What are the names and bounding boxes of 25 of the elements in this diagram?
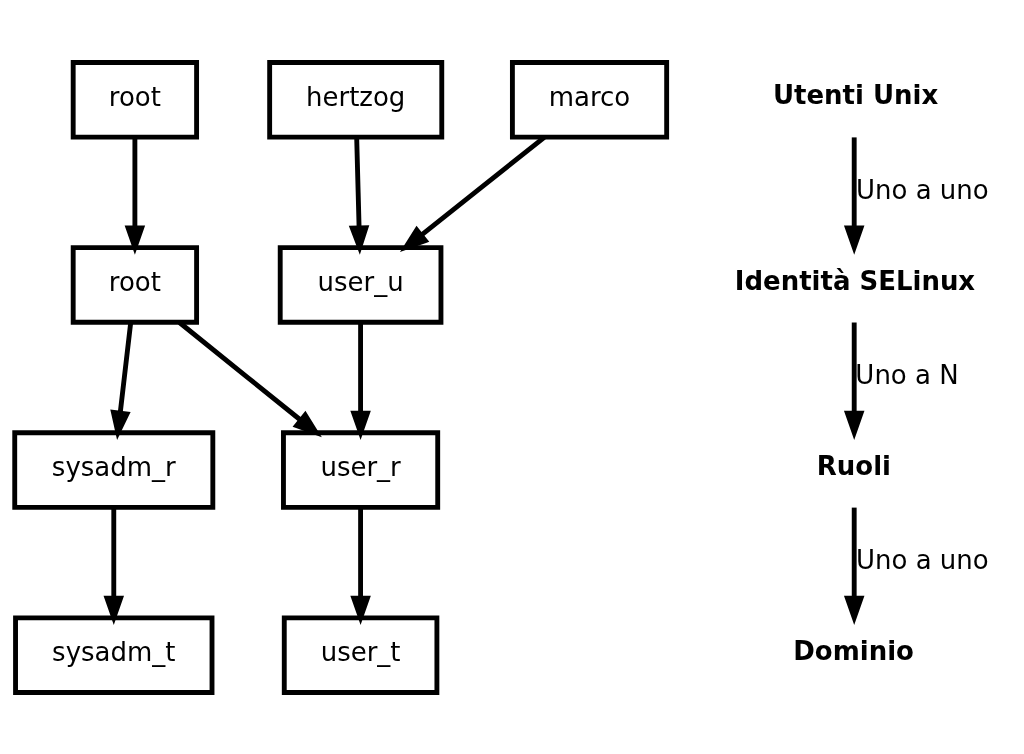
arrow bbox=[124, 136, 146, 255]
arrow bbox=[843, 507, 865, 625]
arrow bbox=[103, 507, 125, 625]
node-box: user_u bbox=[277, 244, 444, 325]
arrow bbox=[843, 322, 865, 440]
node-text: Identità SELinux bbox=[734, 264, 976, 295]
node-text: Dominio bbox=[793, 635, 914, 666]
arrow bbox=[348, 136, 370, 255]
node-box: hertzog bbox=[267, 59, 445, 140]
arrow bbox=[843, 136, 865, 255]
arrow bbox=[350, 322, 371, 440]
node-box: marco bbox=[509, 59, 670, 140]
node-box: sysadm_r bbox=[12, 429, 216, 510]
node-box: user_r bbox=[281, 429, 441, 510]
node-text: Utenti Unix bbox=[773, 79, 939, 110]
node-box: user_t bbox=[281, 614, 440, 695]
node-box: sysadm_t bbox=[13, 614, 215, 695]
edge-label: Uno a N bbox=[855, 359, 959, 390]
edge-label: Uno a uno bbox=[856, 174, 989, 205]
node-box: root bbox=[70, 59, 200, 140]
node-box: root bbox=[70, 244, 200, 325]
node-text: Ruoli bbox=[816, 450, 891, 481]
arrow bbox=[350, 507, 371, 625]
arrow bbox=[110, 321, 134, 440]
edge-label: Uno a uno bbox=[856, 544, 989, 575]
